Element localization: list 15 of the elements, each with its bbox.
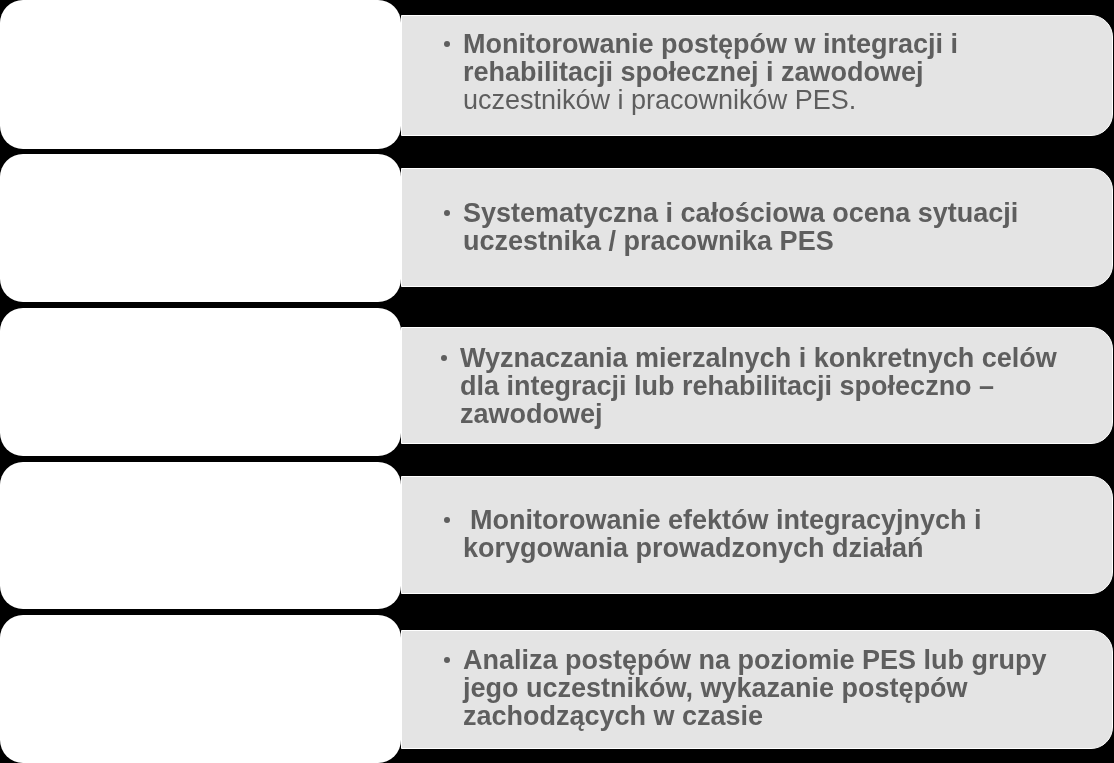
blank-panel bbox=[0, 462, 401, 609]
list-item-text: Monitorowanie postępów w integracji i rehabilitacji społecznej i zawodowej uczestników i pracowników PES. bbox=[463, 30, 960, 114]
text-panel bbox=[401, 168, 1113, 287]
text-panel bbox=[401, 476, 1113, 594]
blank-panel bbox=[0, 0, 401, 149]
text-panel bbox=[401, 327, 1113, 444]
text-panel bbox=[401, 15, 1113, 136]
list-item-text: Analiza postępów na poziomie PES lub grupy jego uczestników, wykazanie postępów zachodzących w czasie bbox=[463, 646, 1048, 730]
text-panel bbox=[401, 630, 1113, 749]
blank-panel bbox=[0, 308, 401, 456]
blank-panel bbox=[0, 154, 401, 302]
list-item-text: Wyznaczania mierzalnych i konkretnych celów dla integracji lub rehabilitacji społeczno – zawodowej bbox=[460, 344, 1058, 428]
blank-panel bbox=[0, 615, 401, 763]
list-item-text: Systematyczna i całościowa ocena sytuacji uczestnika / pracownika PES bbox=[463, 199, 1020, 255]
list-item-text: Monitorowanie efektów integracyjnych i korygowania prowadzonych działań bbox=[463, 506, 983, 562]
